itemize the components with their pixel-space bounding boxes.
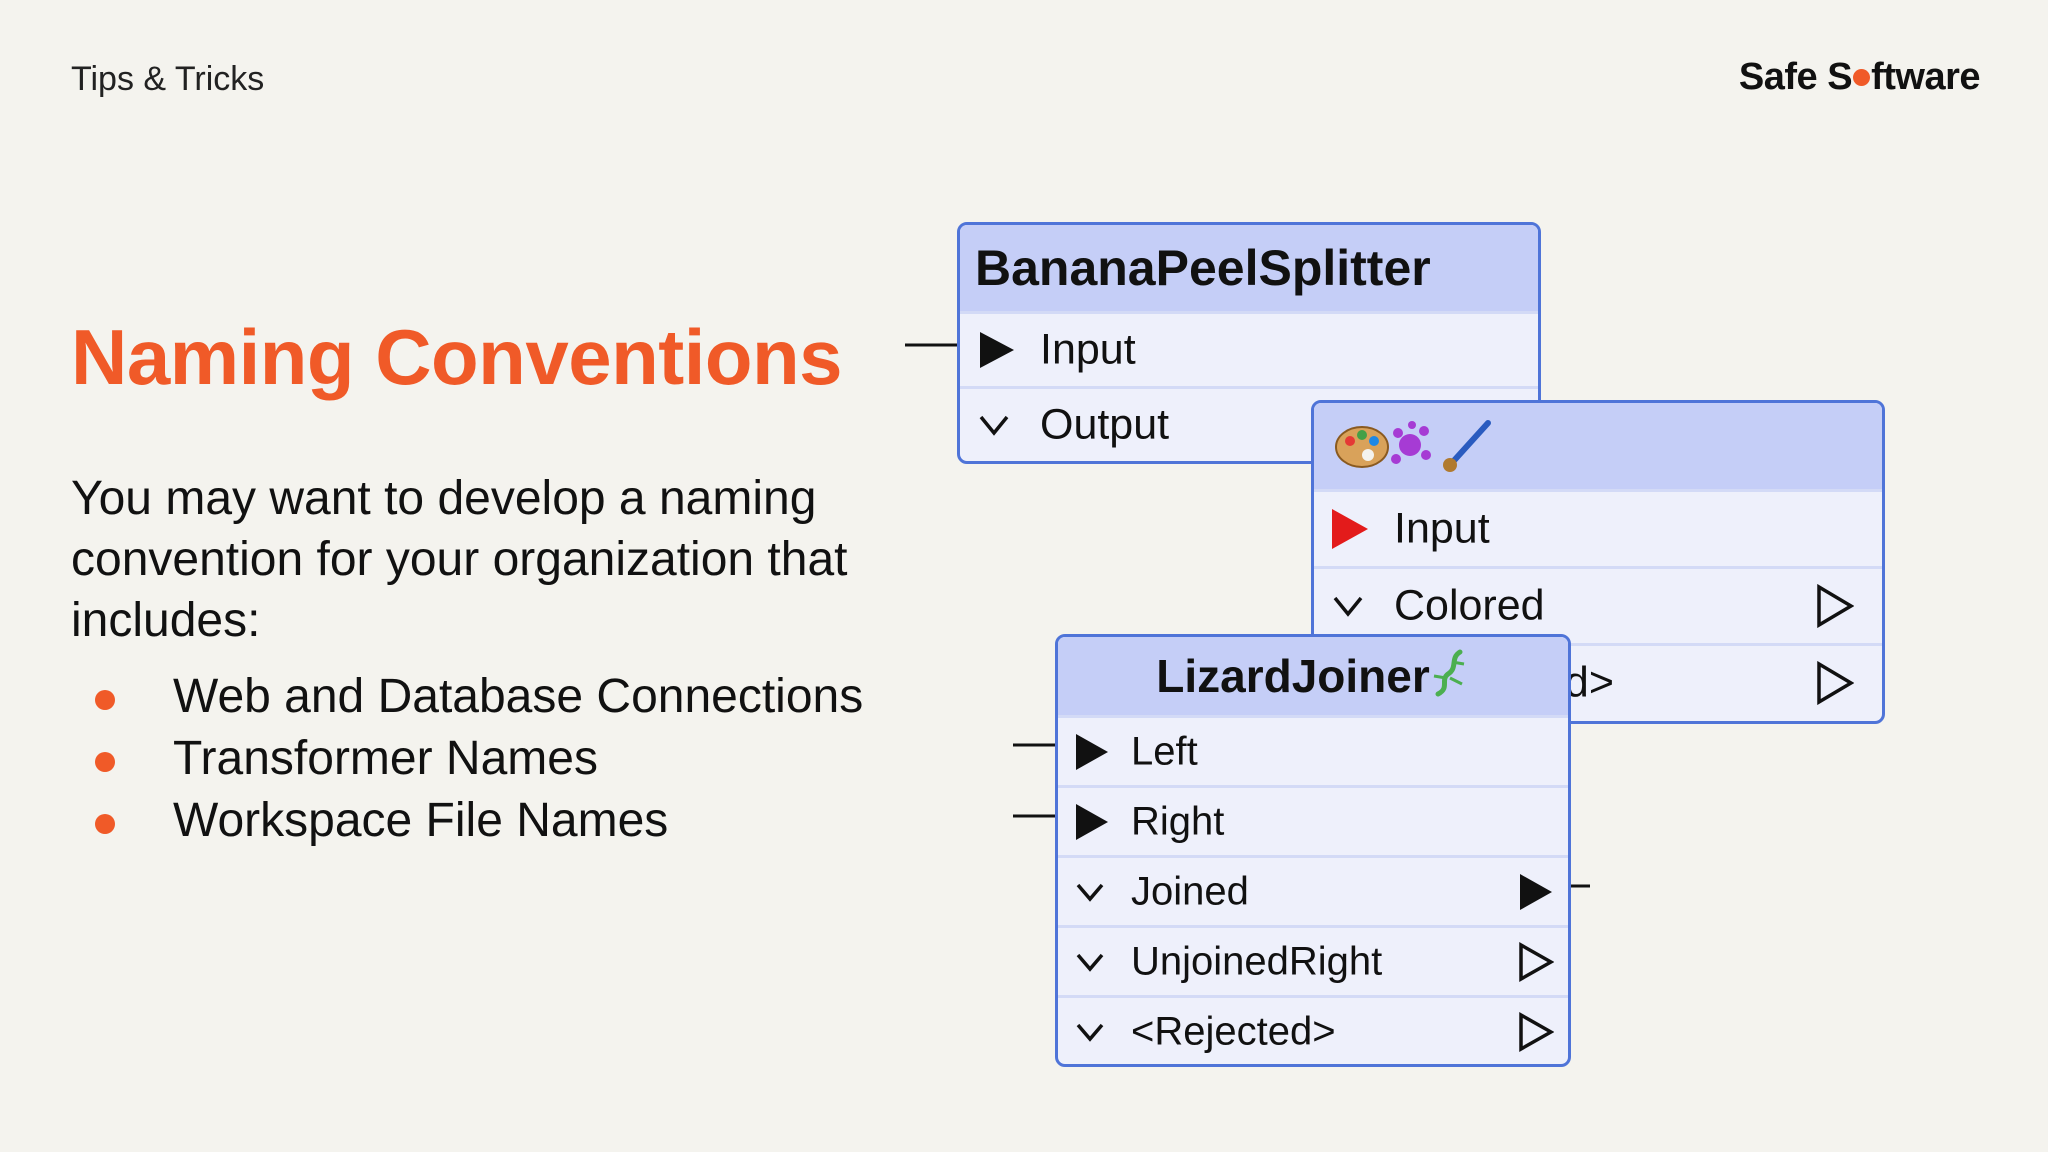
output-port[interactable]: Output [960, 386, 1538, 461]
input-port-right[interactable]: Right [1058, 785, 1568, 855]
chevron-down-icon [1333, 596, 1363, 617]
output-arrow-icon[interactable] [1816, 661, 1854, 705]
bullet-list: Web and Database Connections Transformer… [71, 666, 863, 852]
input-port[interactable]: Input [960, 311, 1538, 386]
bullet-icon [95, 690, 115, 710]
output-port-rejected[interactable]: <Rejected> [1058, 995, 1568, 1064]
brush-icon [1443, 420, 1491, 472]
input-arrow-icon [1076, 803, 1108, 840]
bullet-icon [95, 752, 115, 772]
transformer-lizard-joiner[interactable]: LizardJoiner Left Right Joined UnjoinedR… [1055, 634, 1571, 1067]
logo-dot-icon [1853, 69, 1871, 87]
bullet-icon [95, 814, 115, 834]
chevron-down-icon [979, 415, 1009, 436]
section-label: Tips & Tricks [71, 60, 265, 98]
chevron-down-icon [1076, 1023, 1104, 1042]
chevron-down-icon [1076, 883, 1104, 902]
splash-icon [1391, 421, 1431, 464]
input-arrow-icon [1332, 509, 1368, 549]
input-arrow-icon [980, 332, 1014, 368]
chevron-down-icon [1076, 953, 1104, 972]
slide-title: Naming Conventions [71, 313, 843, 401]
transformer-title: LizardJoiner [1058, 637, 1568, 715]
output-arrow-icon[interactable] [1518, 941, 1554, 982]
input-arrow-icon [1076, 733, 1108, 770]
transformer-banana-peel-splitter[interactable]: BananaPeelSplitter Input Output [957, 222, 1541, 464]
input-port[interactable]: Input [1314, 489, 1882, 566]
output-port-colored[interactable]: Colored [1314, 566, 1882, 643]
lizard-icon [1433, 649, 1464, 697]
output-port-joined[interactable]: Joined [1058, 855, 1568, 925]
input-port-left[interactable]: Left [1058, 715, 1568, 785]
output-arrow-icon[interactable] [1518, 872, 1554, 912]
transformer-title-icons [1335, 420, 1491, 472]
bullet-item: Transformer Names [71, 728, 863, 790]
transformer-title [1314, 403, 1882, 489]
output-port-unjoined-right[interactable]: UnjoinedRight [1058, 925, 1568, 995]
transformer-title: BananaPeelSplitter [960, 225, 1538, 311]
bullet-item: Web and Database Connections [71, 666, 863, 728]
output-arrow-icon[interactable] [1518, 1011, 1554, 1052]
palette-icon [1335, 426, 1389, 468]
output-arrow-icon[interactable] [1816, 584, 1854, 628]
slide-body-text: You may want to develop a naming convent… [71, 472, 848, 647]
bullet-item: Workspace File Names [71, 790, 863, 852]
